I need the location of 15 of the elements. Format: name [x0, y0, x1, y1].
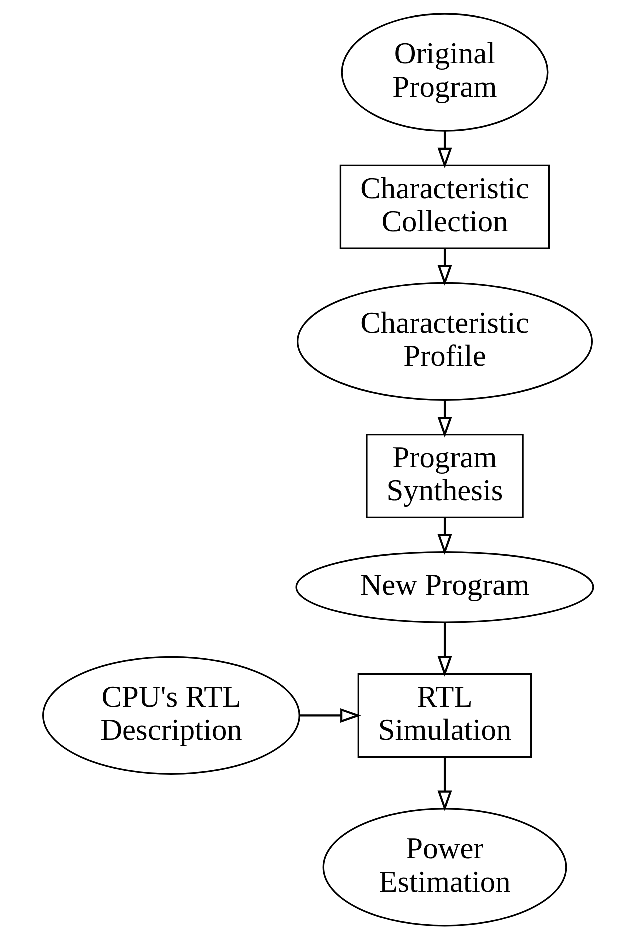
node-ellipse: CPU's RTL Description: [42, 656, 300, 776]
node-ellipse: New Program: [295, 552, 594, 624]
node-box: Characteristic Collection: [339, 164, 550, 250]
arrow: [437, 757, 452, 812]
node-box: RTL Simulation: [357, 673, 532, 758]
node-ellipse: Characteristic Profile: [296, 282, 593, 402]
arrow: [437, 131, 452, 169]
arrow: [437, 400, 452, 438]
node-box: Program Synthesis: [366, 434, 524, 519]
arrow: [437, 518, 452, 556]
node-ellipse: Original Program: [340, 13, 548, 132]
arrow: [437, 623, 452, 677]
arrow: [437, 248, 452, 286]
arrow: [299, 708, 361, 723]
node-ellipse: Power Estimation: [322, 808, 567, 927]
